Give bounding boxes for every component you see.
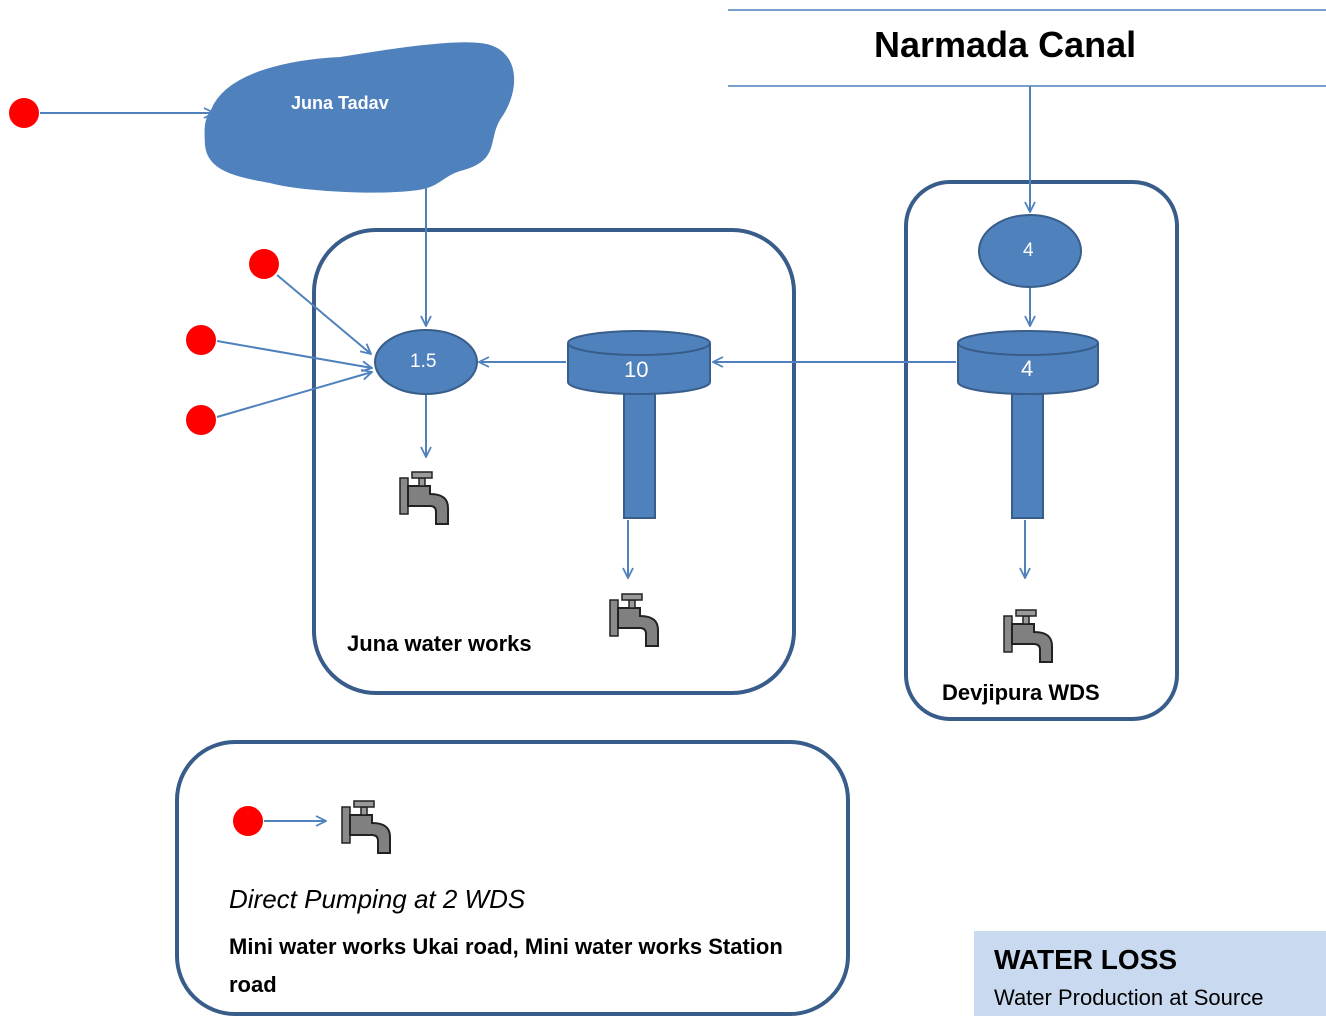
water-loss-panel [974,931,1326,1016]
arrow-dot3-to-ellipse [216,372,372,418]
source-dot-direct [233,806,263,836]
tap-icon-juna-tank [609,593,659,647]
devjipura-wds-box [904,180,1179,721]
devjipura-tank-value: 4 [1021,356,1034,381]
source-dot-1 [249,249,279,279]
juna-ellipse [374,329,478,395]
source-dot-lake [9,98,39,128]
arrow-dot2-to-ellipse [216,340,372,368]
source-dot-3 [186,405,216,435]
juna-water-works-label: Juna water works [347,631,532,656]
juna-tank-value: 10 [624,357,649,382]
direct-pumping-title: Direct Pumping at 2 WDS [229,884,526,914]
water-loss-subtitle: Water Production at Source [994,985,1264,1010]
devjipura-ellipse [978,214,1082,288]
devjipura-ellipse-value: 4 [1023,240,1034,261]
source-dot-2 [186,325,216,355]
devjipura-elevated-tank [957,330,1099,519]
juna-ellipse-value: 1.5 [410,351,437,372]
lake-label: Juna Tadav [291,93,389,113]
devjipura-wds-label: Devjipura WDS [942,680,1100,705]
water-loss-title: WATER LOSS [994,944,1178,975]
tap-icon-direct [341,800,391,854]
juna-tadav-lake [204,42,514,193]
juna-water-works-box [312,228,796,695]
tap-icon-devjipura [1003,609,1053,663]
canal-label: Narmada Canal [874,24,1137,65]
direct-pumping-description: Mini water works Ukai road, Mini water w… [229,934,783,997]
arrow-dot1-to-ellipse [276,274,371,354]
direct-pumping-box [175,740,850,1016]
tap-icon-juna-ellipse [399,471,449,525]
juna-elevated-tank [567,330,711,519]
